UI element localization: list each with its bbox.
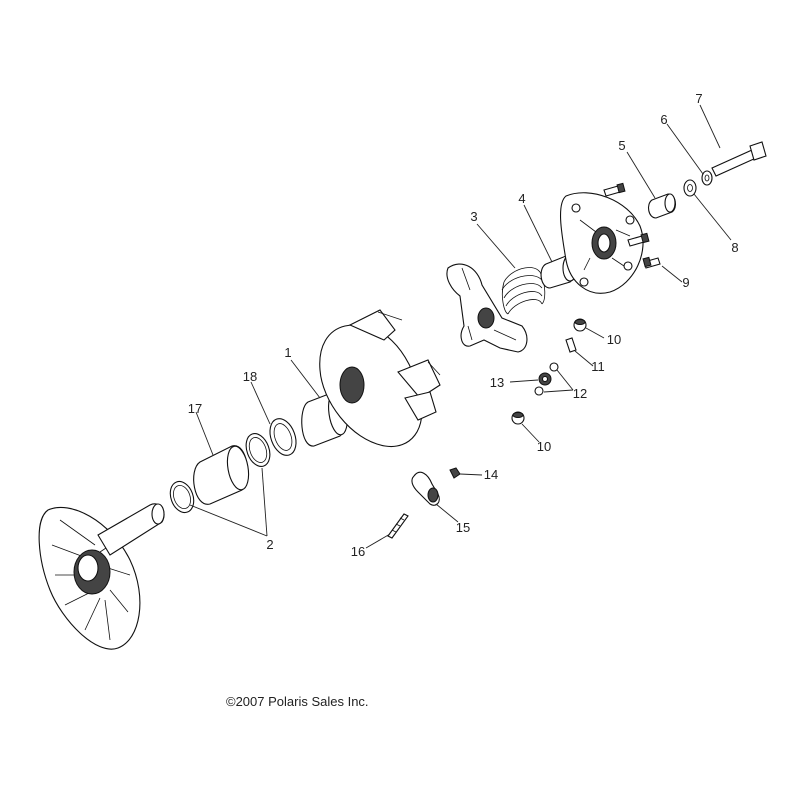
spring-3 <box>501 267 546 315</box>
pin-11 <box>565 337 577 353</box>
retaining-ring-2-lower <box>169 480 195 514</box>
roller-10-upper <box>573 318 587 332</box>
cover-plate <box>560 192 644 294</box>
bolt-7 <box>711 141 767 177</box>
pin-16 <box>387 513 409 539</box>
spacer-5 <box>647 193 677 219</box>
nut-14 <box>449 467 461 479</box>
washer-6 <box>701 170 713 186</box>
bushing-17 <box>193 445 250 505</box>
callout-8: 8 <box>731 240 738 255</box>
roller-13 <box>538 372 552 386</box>
retaining-ring-2-upper <box>245 433 271 467</box>
leader-lines <box>189 104 732 549</box>
washers-12 <box>534 362 559 396</box>
washer-8 <box>683 179 697 197</box>
callout-18: 18 <box>243 369 257 384</box>
moveable-sheave <box>319 309 441 448</box>
callout-6: 6 <box>660 112 667 127</box>
weight-arm-15 <box>411 471 440 506</box>
callout-3: 3 <box>470 209 477 224</box>
callout-16: 16 <box>351 544 365 559</box>
callout-4: 4 <box>518 191 525 206</box>
callout-17: 17 <box>188 401 202 416</box>
callout-7: 7 <box>695 91 702 106</box>
callout-1: 1 <box>284 345 291 360</box>
roller-10-lower <box>511 411 525 425</box>
callout-15: 15 <box>456 520 470 535</box>
bolts-9 <box>603 182 661 269</box>
callout-10-upper: 10 <box>607 332 621 347</box>
seal-ring-18 <box>269 418 297 456</box>
callout-labels: 1 2 3 4 5 6 7 8 9 10 11 12 13 14 15 16 1… <box>188 91 739 559</box>
spider-3 <box>446 263 528 353</box>
copyright-text: ©2007 Polaris Sales Inc. <box>226 694 369 709</box>
callout-9: 9 <box>682 275 689 290</box>
callout-5: 5 <box>618 138 625 153</box>
callout-12: 12 <box>573 386 587 401</box>
callout-11: 11 <box>591 359 605 374</box>
callout-10-lower: 10 <box>537 439 551 454</box>
fixed-sheave <box>38 503 165 650</box>
callout-2: 2 <box>266 537 273 552</box>
callout-13: 13 <box>490 375 504 390</box>
callout-14: 14 <box>484 467 498 482</box>
